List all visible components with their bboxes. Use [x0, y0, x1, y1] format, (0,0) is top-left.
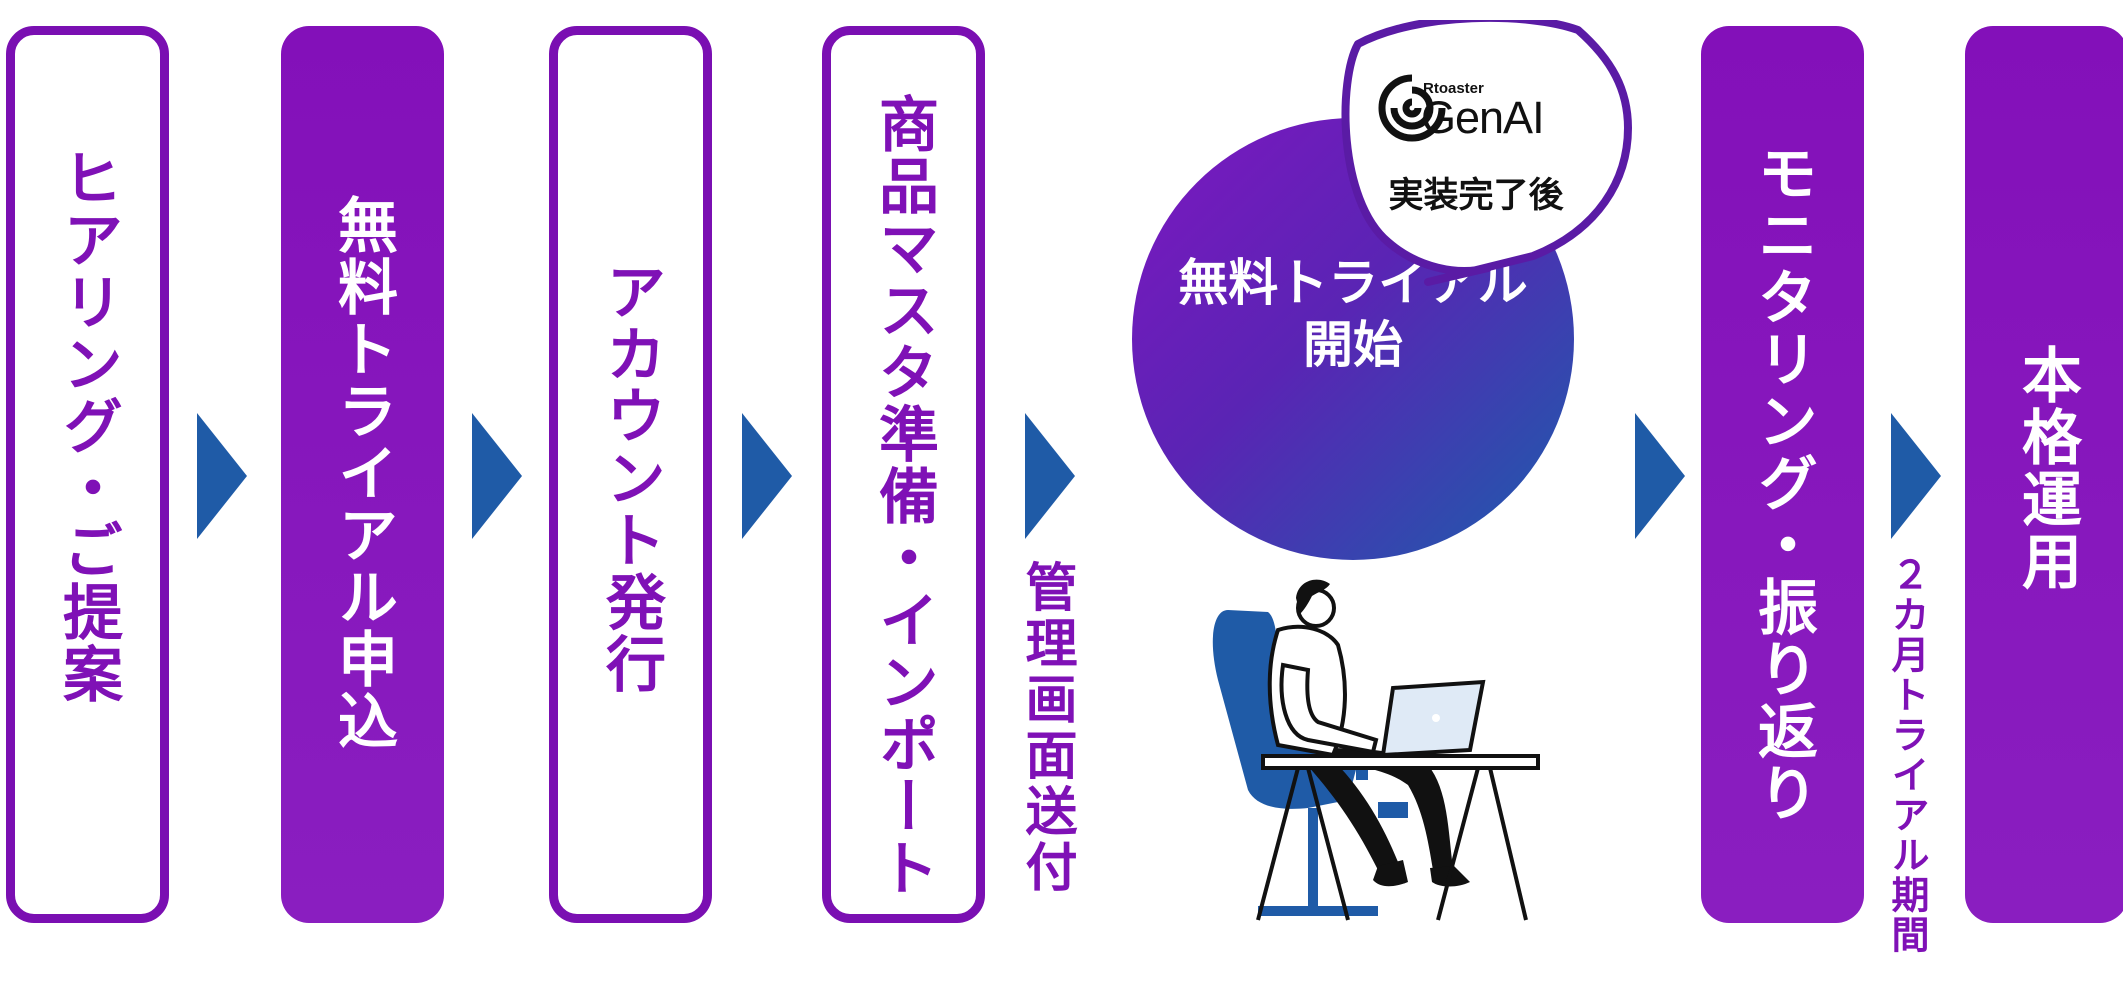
triangle-right-icon: [197, 413, 247, 539]
step-monitoring-review: モニタリング・振り返り: [1701, 26, 1864, 923]
brand-big: GenAI: [1421, 92, 1545, 143]
brand-small: Rtoaster: [1423, 80, 1484, 97]
triangle-right-icon: [1635, 413, 1685, 539]
badge-caption: 実装完了後: [1388, 176, 1564, 216]
step-label: 無料トライアル申込: [327, 194, 398, 752]
step-product-master-import: 商品マスタ準備・インポート: [822, 26, 985, 923]
step-account-issue: アカウント発行: [549, 26, 712, 923]
step-free-trial-application: 無料トライアル申込: [281, 26, 444, 923]
rtoaster-logo-icon: [1378, 74, 1446, 142]
step-label: モニタリング・振り返り: [1747, 142, 1818, 824]
triangle-right-icon: [472, 413, 522, 539]
note-admin-screen: 管理画面送付: [1016, 560, 1076, 896]
step-label: ヒアリング・ご提案: [52, 147, 123, 705]
step-hearing: ヒアリング・ご提案: [6, 26, 169, 923]
triangle-right-icon: [1025, 413, 1075, 539]
step-full-operation: 本格運用: [1965, 26, 2123, 923]
note-trial-period: ２カ月トライアル期間: [1885, 555, 1929, 955]
person-at-laptop-illustration: [1212, 579, 1540, 921]
step-label: アカウント発行: [595, 261, 666, 695]
triangle-right-icon: [742, 413, 792, 539]
step-label: 商品マスタ準備・インポート: [868, 93, 939, 899]
speech-bubble-icon: [1341, 20, 1632, 286]
triangle-right-icon: [1891, 413, 1941, 539]
trial-title-line2: 開始: [1303, 316, 1403, 374]
step-label: 本格運用: [2011, 344, 2082, 592]
